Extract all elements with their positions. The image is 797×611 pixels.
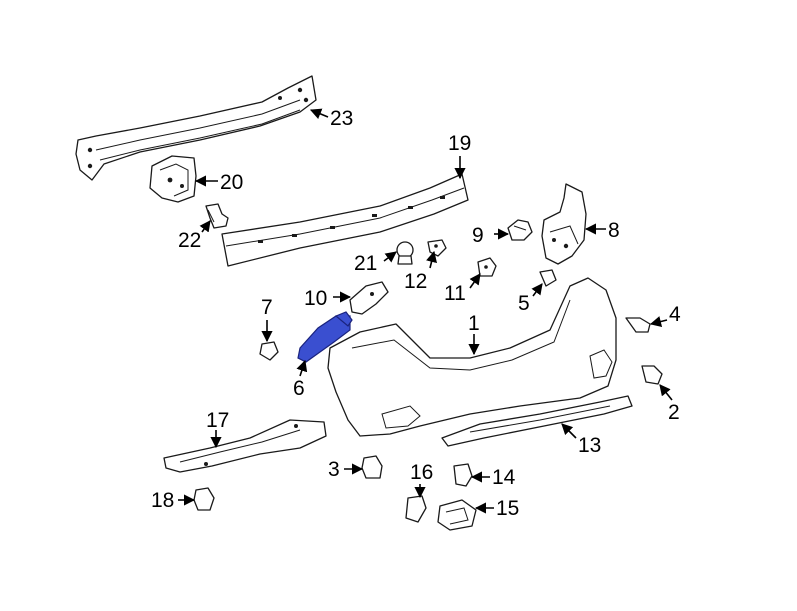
part-23-reinforcement[interactable] <box>75 75 317 181</box>
leader-21 <box>383 251 397 263</box>
part-22-bolt[interactable] <box>205 203 229 229</box>
leader-4 <box>649 316 668 327</box>
part-14-clip[interactable] <box>453 463 473 487</box>
part-16-reflector[interactable] <box>405 495 427 523</box>
callout-9: 9 <box>472 224 484 247</box>
part-19-reinforcement-bar[interactable] <box>221 173 469 267</box>
callout-19: 19 <box>448 132 471 155</box>
part-15-lamp-bezel[interactable] <box>437 499 477 531</box>
leader-2 <box>659 384 673 401</box>
part-13-lower-molding[interactable] <box>441 395 633 447</box>
callout-4: 4 <box>669 303 681 326</box>
part-3-clip[interactable] <box>361 455 383 479</box>
leader-5 <box>531 283 543 297</box>
part-10-bracket[interactable] <box>349 281 389 315</box>
leader-23 <box>309 108 329 120</box>
leader-11 <box>469 273 481 289</box>
part-8-side-retainer[interactable] <box>541 183 587 265</box>
part-5-clip[interactable] <box>539 269 557 287</box>
callout-10: 10 <box>304 287 327 310</box>
callout-8: 8 <box>608 219 620 242</box>
part-7-clip[interactable] <box>259 341 279 361</box>
callout-1: 1 <box>468 312 480 335</box>
callout-15: 15 <box>496 497 519 520</box>
callout-23: 23 <box>330 107 353 130</box>
leader-13 <box>561 423 577 439</box>
part-17-under-cover[interactable] <box>163 419 327 473</box>
callout-7: 7 <box>261 296 273 319</box>
callout-16: 16 <box>410 461 433 484</box>
callout-22: 22 <box>178 229 201 252</box>
callout-5: 5 <box>518 292 530 315</box>
leader-lines <box>178 108 673 514</box>
callout-13: 13 <box>578 434 601 457</box>
callout-14: 14 <box>492 466 516 489</box>
part-18-clip[interactable] <box>193 487 215 511</box>
part-21-clip[interactable] <box>396 241 414 265</box>
part-4-bolt[interactable] <box>625 317 651 333</box>
callout-20: 20 <box>220 171 243 194</box>
reinforcement-bar-holes <box>258 196 445 243</box>
part-12-clip[interactable] <box>427 239 447 257</box>
part-1-bumper-cover[interactable] <box>327 277 617 437</box>
callout-18: 18 <box>151 489 174 512</box>
leader-6 <box>296 359 308 377</box>
callout-21: 21 <box>354 252 377 275</box>
callout-labels: 23 20 22 19 21 12 9 8 11 5 10 7 6 1 4 2 … <box>151 107 681 520</box>
callout-6: 6 <box>293 377 305 400</box>
callout-3: 3 <box>328 458 340 481</box>
callout-12: 12 <box>404 270 427 293</box>
part-9-clip[interactable] <box>507 219 533 241</box>
part-11-clip[interactable] <box>477 257 497 277</box>
callout-2: 2 <box>668 401 680 424</box>
part-20-bracket[interactable] <box>149 155 197 203</box>
leader-22 <box>199 220 211 233</box>
part-2-bolt[interactable] <box>641 365 663 385</box>
callout-17: 17 <box>206 409 229 432</box>
callout-11: 11 <box>444 282 466 305</box>
leader-12 <box>426 250 437 269</box>
